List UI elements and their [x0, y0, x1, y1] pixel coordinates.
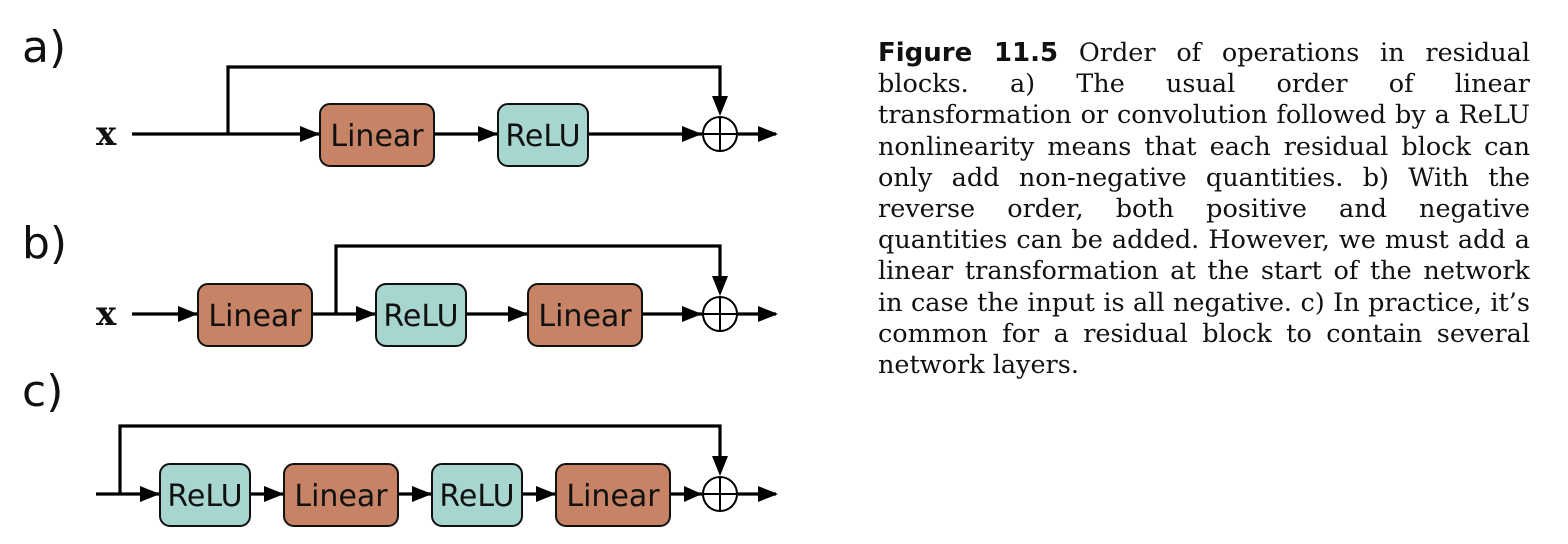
panel-a-input-label: x — [96, 114, 117, 154]
figure-number: Figure 11.5 — [878, 38, 1059, 68]
arrowhead — [140, 486, 160, 502]
arrowhead — [412, 486, 432, 502]
residual-block-diagram: a) x Linear ReLU — [22, 22, 778, 527]
figure-caption: Figure 11.5 Order of operations in resid… — [878, 38, 1530, 381]
relu-box-label: ReLU — [505, 119, 580, 154]
linear-block: Linear — [555, 463, 671, 527]
linear-box — [197, 283, 313, 347]
arrowhead — [684, 486, 702, 502]
panel-b-arrowheads — [178, 276, 778, 322]
relu-box — [375, 283, 467, 347]
linear-box-label: Linear — [538, 299, 632, 334]
relu-block: ReLU — [159, 463, 251, 527]
caption-text: Order of operations in residual blocks. … — [878, 38, 1531, 381]
diagram-canvas: a) x Linear ReLU — [22, 22, 778, 527]
linear-block: Linear — [319, 103, 435, 167]
panel-a: a) x Linear ReLU — [22, 22, 778, 167]
panel-c: c) ReLU — [22, 366, 778, 527]
linear-box — [283, 463, 399, 527]
relu-box-label: ReLU — [439, 479, 514, 514]
arrowhead — [356, 306, 376, 322]
linear-box — [555, 463, 671, 527]
panel-c-label: c) — [22, 366, 63, 417]
arrowhead — [178, 306, 198, 322]
relu-box — [431, 463, 523, 527]
linear-box — [319, 103, 435, 167]
relu-box — [159, 463, 251, 527]
arrowhead — [682, 306, 702, 322]
linear-box-label: Linear — [294, 479, 388, 514]
arrowhead — [478, 126, 498, 142]
panel-b-label: b) — [22, 218, 67, 269]
skip-connection — [334, 244, 722, 314]
panel-c-arrowheads — [140, 456, 778, 502]
linear-box-label: Linear — [330, 119, 424, 154]
panel-a-arrowheads — [300, 96, 778, 142]
arrowhead — [264, 486, 284, 502]
arrowhead — [712, 276, 728, 296]
arrowhead — [682, 126, 702, 142]
arrowhead — [758, 486, 778, 502]
panel-b-input-label: x — [96, 294, 117, 334]
arrowhead — [712, 456, 728, 476]
panel-a-label: a) — [22, 22, 66, 73]
skip-connection — [118, 424, 722, 494]
relu-block: ReLU — [375, 283, 467, 347]
linear-box-label: Linear — [566, 479, 660, 514]
arrowhead — [712, 96, 728, 116]
panel-a-wires — [132, 65, 776, 136]
sum-node — [702, 116, 738, 152]
relu-box-label: ReLU — [167, 479, 242, 514]
panel-b: b) x Linear — [22, 218, 778, 347]
linear-block: Linear — [527, 283, 643, 347]
linear-block: Linear — [283, 463, 399, 527]
arrowhead — [758, 126, 778, 142]
skip-connection — [226, 65, 722, 134]
sum-node — [702, 476, 738, 512]
linear-box — [527, 283, 643, 347]
relu-box-label: ReLU — [383, 299, 458, 334]
relu-block: ReLU — [431, 463, 523, 527]
sum-node — [702, 296, 738, 332]
arrowhead — [300, 126, 320, 142]
arrowhead — [758, 306, 778, 322]
arrowhead — [536, 486, 556, 502]
relu-box — [497, 103, 589, 167]
linear-block: Linear — [197, 283, 313, 347]
arrowhead — [508, 306, 528, 322]
linear-box-label: Linear — [208, 299, 302, 334]
relu-block: ReLU — [497, 103, 589, 167]
